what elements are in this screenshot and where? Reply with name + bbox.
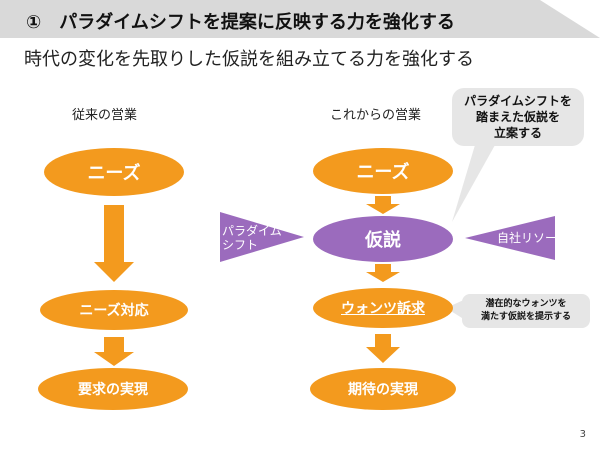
slide-title: ① パラダイムシフトを提案に反映する力を強化する [26, 12, 455, 33]
hypothesis-ellipse: 仮説 [313, 216, 453, 262]
right-needs-ellipse: ニーズ [313, 148, 453, 194]
bottom-callout-line1: 潜在的なウォンツを [485, 299, 567, 309]
expectation-realization-ellipse: 期待の実現 [310, 368, 456, 410]
right-arrow-2 [366, 264, 400, 282]
slide-subtitle: 時代の変化を先取りした仮説を組み立てる力を強化する [24, 49, 474, 70]
page-number: 3 [579, 429, 586, 440]
top-callout-line3: 立案する [493, 126, 542, 140]
right-arrow-1 [366, 196, 400, 214]
paradigm-shift-label: パラダイム シフト [222, 224, 282, 252]
paradigm-shift-label-line2: シフト [222, 238, 259, 252]
top-callout-tail [452, 145, 495, 222]
top-callout-line2: 踏まえた仮説を [475, 110, 560, 124]
paradigm-shift-triangle [220, 212, 304, 262]
paradigm-shift-label-line1: パラダイム [222, 224, 282, 238]
left-column-label: 従来の営業 [72, 108, 138, 123]
left-arrow-1 [94, 205, 134, 282]
wants-appeal-ellipse: ウォンツ訴求 [313, 288, 453, 328]
right-arrow-3 [366, 334, 400, 363]
bottom-callout: 潜在的なウォンツを 満たす仮説を提示する [462, 294, 590, 328]
right-column-label: これからの営業 [330, 108, 422, 123]
title-bar: ① パラダイムシフトを提案に反映する力を強化する [0, 0, 600, 38]
title-bar-background [0, 0, 600, 38]
left-requirement-realization-ellipse: 要求の実現 [38, 368, 188, 410]
left-needs-response-ellipse: ニーズ対応 [40, 290, 188, 330]
title-bar-wedge [540, 0, 600, 38]
left-needs-ellipse: ニーズ [44, 148, 184, 196]
left-arrow-2 [94, 337, 134, 366]
top-callout-line1: パラダイムシフトを [464, 94, 572, 108]
own-resource-label: 自社リソース [497, 231, 569, 245]
bottom-callout-line2: 満たす仮説を提示する [480, 312, 571, 322]
top-callout: パラダイムシフトを 踏まえた仮説を 立案する [452, 88, 584, 146]
own-resource-triangle [465, 216, 555, 260]
